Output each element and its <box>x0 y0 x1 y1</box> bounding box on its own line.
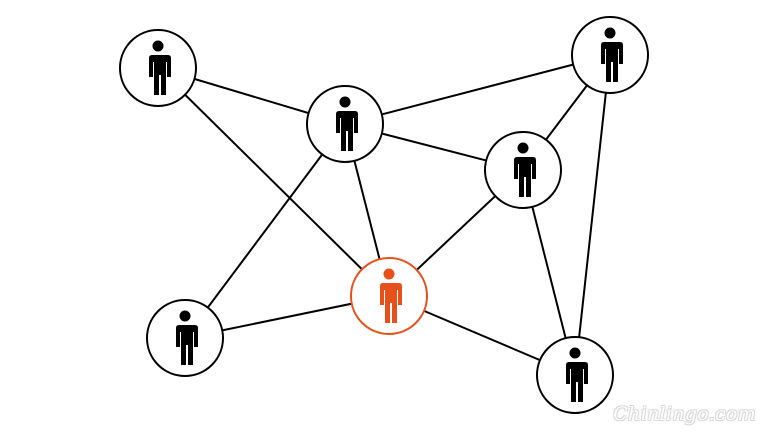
node-layer <box>119 16 649 414</box>
node-upper-center <box>306 85 384 163</box>
person-icon <box>600 27 623 82</box>
watermark: Chinlingo.com <box>613 403 756 425</box>
person-icon <box>148 40 171 95</box>
node-middle-right <box>484 131 562 209</box>
node-bottom-left <box>146 299 224 377</box>
person-icon <box>335 96 358 151</box>
edge-top-left-to-center <box>157 67 390 297</box>
edge-top-right-to-bottom-right <box>574 54 611 376</box>
edge-upper-center-to-top-right <box>344 54 611 125</box>
node-top-right <box>571 16 649 94</box>
person-icon <box>379 268 402 323</box>
edge-upper-center-to-bottom-left <box>184 123 346 339</box>
person-icon <box>513 142 536 197</box>
node-bottom-right <box>536 336 614 414</box>
node-top-left <box>119 29 197 107</box>
node-center-highlighted <box>350 257 428 335</box>
person-icon <box>565 347 588 402</box>
person-icon <box>175 310 198 365</box>
